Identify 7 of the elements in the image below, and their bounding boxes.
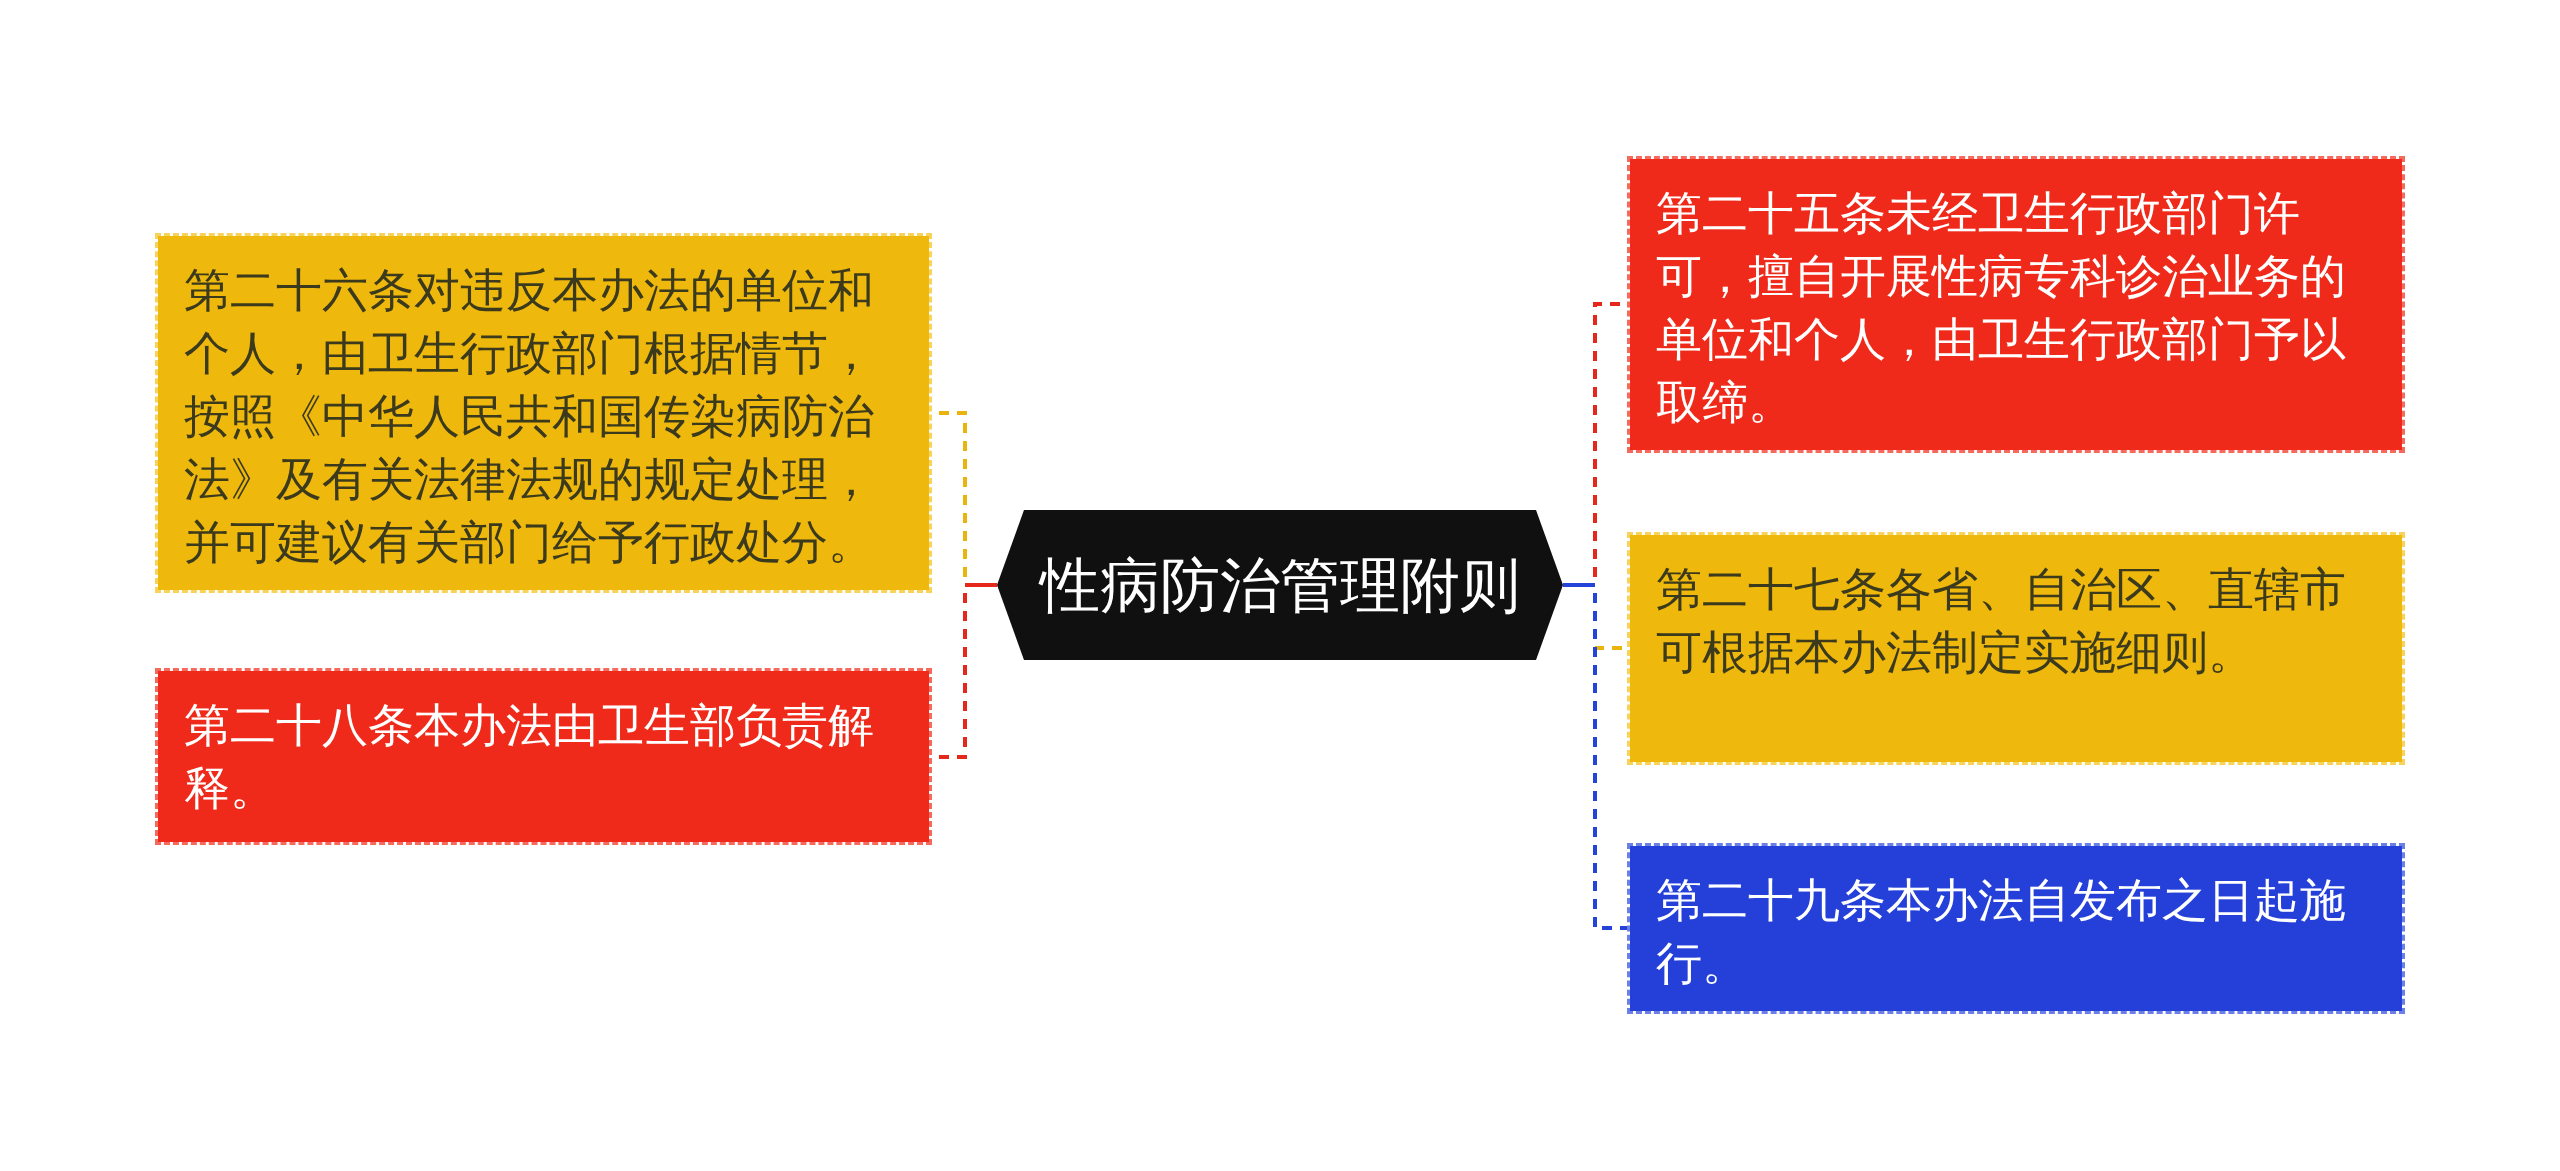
article-box: 第二十六条对违反本办法的单位和个人，由卫生行政部门根据情节，按照《中华人民共和国传染病防治法》及有关法律法规的规定处理，并可建议有关部门给予行政处分。	[155, 233, 932, 593]
article-box: 第二十九条本办法自发布之日起施行。	[1627, 843, 2405, 1014]
connector-line	[1563, 583, 1627, 930]
article-box: 第二十五条未经卫生行政部门许可，擅自开展性病专科诊治业务的单位和个人，由卫生行政部门予以取缔。	[1627, 156, 2405, 453]
article-box: 第二十八条本办法由卫生部负责解释。	[155, 668, 932, 845]
article-box: 第二十七条各省、自治区、直辖市可根据本办法制定实施细则。	[1627, 532, 2405, 765]
topic-hexagon: 性病防治管理附则	[997, 510, 1563, 660]
